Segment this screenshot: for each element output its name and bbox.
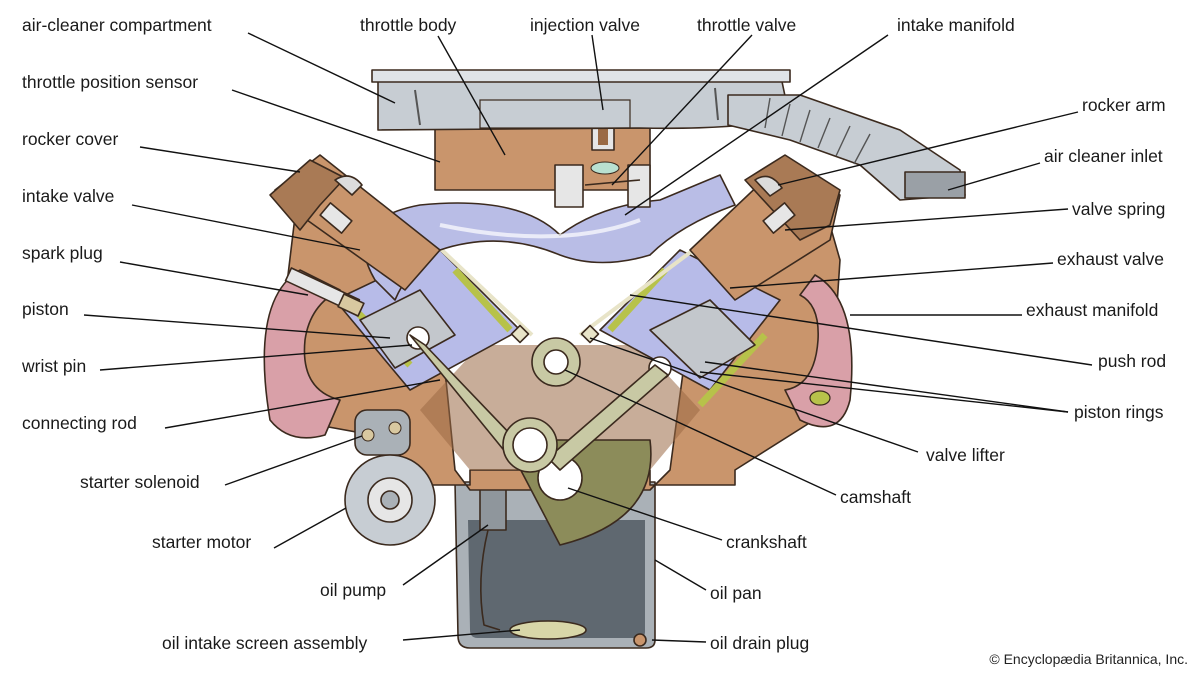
throttle-body	[434, 127, 651, 208]
label-intake-valve: intake valve	[22, 186, 115, 206]
label-valve-lifter: valve lifter	[926, 445, 1005, 465]
label-connecting-rod: connecting rod	[22, 413, 137, 433]
starter-motor	[344, 454, 436, 546]
air-cleaner-inlet	[727, 94, 966, 201]
spark-plug	[284, 267, 365, 317]
label-throttle-body: throttle body	[360, 15, 457, 35]
right-exhaust-manifold	[784, 274, 853, 428]
oil-intake-screen	[509, 620, 587, 640]
label-piston-rings: piston rings	[1074, 402, 1164, 422]
label-throttle-valve: throttle valve	[697, 15, 797, 35]
left-cylinder-head	[269, 154, 441, 291]
label-spark-plug: spark plug	[22, 243, 103, 263]
label-rocker-cover: rocker cover	[22, 129, 119, 149]
label-air-cleaner-inlet: air cleaner inlet	[1044, 146, 1163, 166]
label-push-rod: push rod	[1098, 351, 1167, 371]
label-exhaust-valve: exhaust valve	[1057, 249, 1165, 269]
label-oil-intake-screen-assembly: oil intake screen assembly	[162, 633, 368, 653]
label-starter-motor: starter motor	[152, 532, 252, 552]
camshaft	[531, 337, 581, 387]
label-rocker-arm: rocker arm	[1082, 95, 1166, 115]
label-piston: piston	[22, 299, 69, 319]
copyright-credit: © Encyclopædia Britannica, Inc.	[989, 651, 1188, 667]
oil-drain-plug-shape	[633, 633, 647, 647]
label-crankshaft: crankshaft	[726, 532, 807, 552]
label-wrist-pin: wrist pin	[22, 356, 87, 376]
label-oil-pan: oil pan	[710, 583, 762, 603]
label-intake-manifold: intake manifold	[897, 15, 1015, 35]
leader-lines	[83, 32, 1093, 643]
label-starter-solenoid: starter solenoid	[80, 472, 200, 492]
label-air-cleaner-compartment: air-cleaner compartment	[22, 15, 212, 35]
starter-solenoid	[354, 409, 411, 456]
label-valve-spring: valve spring	[1072, 199, 1166, 219]
label-injection-valve: injection valve	[530, 15, 640, 35]
label-oil-pump: oil pump	[320, 580, 387, 600]
label-throttle-position-sensor: throttle position sensor	[22, 72, 199, 92]
label-camshaft: camshaft	[840, 487, 911, 507]
label-exhaust-manifold: exhaust manifold	[1026, 300, 1159, 320]
connecting-rods	[409, 334, 669, 473]
label-oil-drain-plug: oil drain plug	[710, 633, 810, 653]
air-cleaner-compartment	[371, 69, 791, 131]
